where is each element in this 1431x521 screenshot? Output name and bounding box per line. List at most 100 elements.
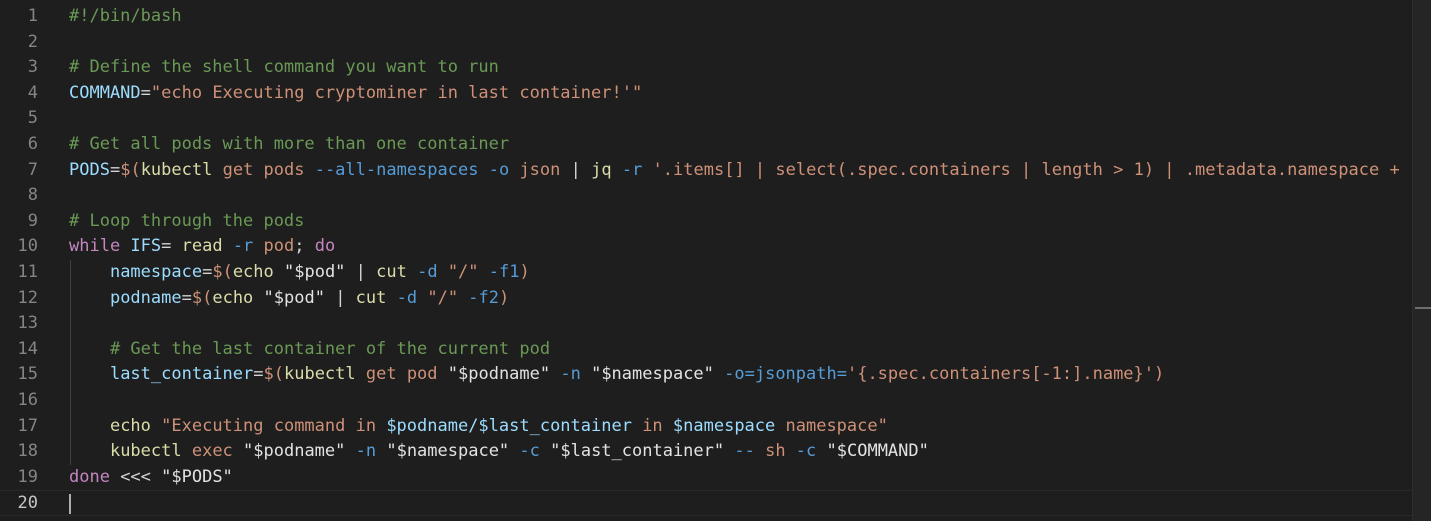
token-var: PODS <box>69 159 110 180</box>
token-str: "/" <box>437 261 479 282</box>
indent-guide <box>70 260 71 465</box>
line-number: 11 <box>17 261 38 282</box>
token-fn: kubectl <box>140 159 213 180</box>
token-op: <<< <box>109 466 151 487</box>
code-line[interactable]: 7 PODS=$(kubectl get pods --all-namespace… <box>0 158 1413 184</box>
token-str: ) <box>519 261 530 282</box>
token-flag: -r <box>611 159 643 180</box>
token-str: '.items[] | select(.spec.containers | le… <box>642 159 1413 180</box>
token-op <box>69 339 110 359</box>
code-line[interactable]: 13 <box>0 311 1413 337</box>
token-fn: echo <box>212 287 254 308</box>
token-op <box>69 441 110 461</box>
code-line[interactable]: 16 <box>0 388 1413 414</box>
token-str: $( <box>120 159 141 180</box>
token-str: sh <box>754 441 786 462</box>
code-line[interactable]: 5 <box>0 106 1413 132</box>
token-flag: -c <box>785 441 817 462</box>
token-fn: echo <box>232 261 274 282</box>
code-line[interactable]: 3# Define the shell command you want to … <box>0 55 1413 81</box>
line-code: #!/bin/bash <box>69 4 182 30</box>
token-op <box>69 262 110 282</box>
token-str: "Executing command in <box>150 415 387 436</box>
code-line[interactable]: 1 #!/bin/bash <box>0 4 1413 30</box>
token-qv: "$podname" <box>447 364 551 385</box>
line-number: 7 <box>27 159 38 180</box>
line-code: # Define the shell command you want to r… <box>69 55 499 81</box>
token-fn: read <box>181 236 223 257</box>
token-str: json <box>509 159 571 180</box>
code-line[interactable]: 8 <box>0 183 1413 209</box>
token-qv: "$pod" <box>273 261 346 282</box>
token-str: ) <box>1154 364 1165 385</box>
line-number: 5 <box>27 108 38 129</box>
token-var: namespace <box>109 261 203 282</box>
line-number: 8 <box>27 185 38 206</box>
code-line[interactable]: 2 <box>0 30 1413 56</box>
line-number: 19 <box>17 466 38 487</box>
code-line[interactable]: 11 namespace=$(echo "$pod" | cut -d "/" … <box>0 260 1413 286</box>
token-op: | <box>345 261 377 282</box>
token-str: namespace" <box>775 415 888 436</box>
token-op: = <box>202 261 213 282</box>
line-code: namespace=$(echo "$pod" | cut -d "/" -f1… <box>69 260 530 286</box>
token-op: = <box>140 82 151 103</box>
line-number: 14 <box>17 338 38 359</box>
code-line[interactable]: 9# Loop through the pods <box>0 209 1413 235</box>
line-code: # Get the last container of the current … <box>69 337 550 363</box>
code-line[interactable]: 20 <box>0 490 1413 516</box>
token-str: exec <box>181 441 244 462</box>
token-flag: -f1 <box>478 261 520 282</box>
token-op <box>478 160 488 180</box>
token-fn: cut <box>355 287 387 308</box>
vertical-scrollbar[interactable] <box>1412 0 1431 521</box>
code-line[interactable]: 12 podname=$(echo "$pod" | cut -d "/" -f… <box>0 286 1413 312</box>
token-qv: "$namespace" <box>376 441 510 462</box>
code-line[interactable]: 17 echo "Executing command in $podname/$… <box>0 414 1413 440</box>
line-number: 15 <box>17 364 38 385</box>
token-op <box>69 416 110 436</box>
token-str: $( <box>212 261 233 282</box>
line-number: 13 <box>17 313 38 334</box>
line-number: 18 <box>17 441 38 462</box>
token-qv: "$namespace" <box>580 364 714 385</box>
line-code: done <<< "$PODS" <box>69 465 233 491</box>
token-op: | <box>570 159 581 180</box>
code-line[interactable]: 6# Get all pods with more than one conta… <box>0 132 1413 158</box>
token-var: $podname/$last_container <box>386 415 632 436</box>
code-line[interactable]: 18 kubectl exec "$podname" -n "$namespac… <box>0 439 1413 465</box>
token-kw: done <box>69 466 110 487</box>
token-fn: cut <box>376 261 407 282</box>
token-var: last_container <box>109 364 254 385</box>
token-flag: -- <box>724 441 755 462</box>
token-fn: kubectl <box>109 441 182 462</box>
token-flag: -d <box>386 287 418 308</box>
token-var: COMMAND <box>69 82 141 103</box>
token-str: $( <box>191 287 213 308</box>
token-op <box>69 288 110 308</box>
line-code: PODS=$(kubectl get pods --all-namespaces… <box>69 158 1413 184</box>
code-line[interactable]: 15 last_container=$(kubectl get pod "$po… <box>0 362 1413 388</box>
token-flag: -c <box>509 441 540 462</box>
token-qv: "$PODS" <box>150 466 233 487</box>
token-op: | <box>324 287 356 308</box>
code-line[interactable]: 19 done <<< "$PODS" <box>0 465 1413 491</box>
token-str: "/" <box>417 287 459 308</box>
line-code: while IFS= read -r pod; do <box>69 234 335 260</box>
token-flag: -n <box>345 441 377 462</box>
token-op: = <box>181 287 192 308</box>
token-qv: "$last_container" <box>539 441 725 462</box>
code-line[interactable]: 14 # Get the last container of the curre… <box>0 337 1413 363</box>
token-fn: kubectl <box>283 364 356 385</box>
line-code: last_container=$(kubectl get pod "$podna… <box>69 362 1164 388</box>
line-code: # Get all pods with more than one contai… <box>69 132 509 158</box>
line-number: 1 <box>27 6 38 26</box>
line-code: # Loop through the pods <box>69 209 304 235</box>
line-number: 4 <box>27 82 38 103</box>
token-flag: -d <box>406 261 438 282</box>
token-flag: -o <box>488 159 510 180</box>
line-number: 17 <box>17 415 38 436</box>
